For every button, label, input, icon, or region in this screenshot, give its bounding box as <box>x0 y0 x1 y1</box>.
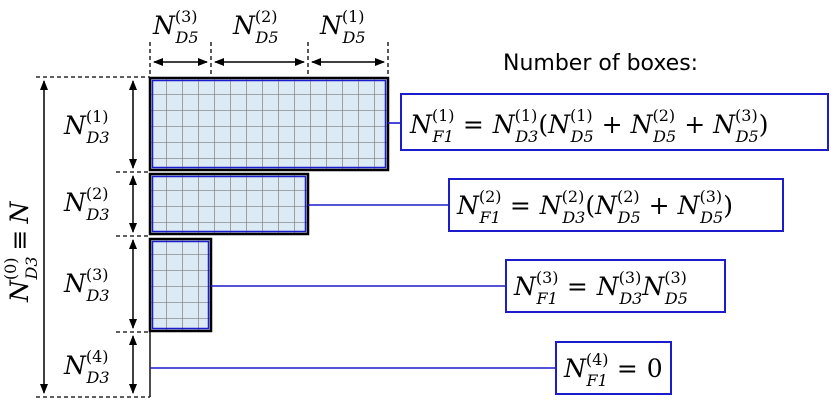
svg-text:N(2)F1=N(2)D3(N(2)D5+N(3)D5): N(2)F1=N(2)D3(N(2)D5+N(3)D5) <box>456 187 733 227</box>
formula-box-2: N(2)F1=N(2)D3(N(2)D5+N(3)D5) <box>448 178 784 232</box>
block-row-3-outline <box>151 240 210 330</box>
formula-box-4: N(4)F1=0 <box>555 341 672 395</box>
block-row-3 <box>148 237 213 333</box>
svg-text:N(3)F1=N(3)D3N(3)D5: N(3)F1=N(3)D3N(3)D5 <box>513 268 688 308</box>
vertical-total-label: N(0)D3≡N <box>1 200 41 303</box>
row-label-4: N(4)D3 <box>63 347 110 387</box>
connectors <box>150 122 556 369</box>
formula-box-3: N(3)F1=N(3)D3N(3)D5 <box>505 259 726 313</box>
row-label-1: N(1)D3 <box>63 107 110 147</box>
block-row-1-outline <box>151 79 387 169</box>
dimension-arrows <box>40 58 385 394</box>
col-label-2: N(2)D5 <box>232 7 279 47</box>
block-row-2-outline <box>151 175 307 233</box>
col-label-3: N(3)D5 <box>152 7 199 47</box>
row-label-3: N(3)D3 <box>63 265 110 305</box>
block-row-2 <box>148 172 310 236</box>
title: Number of boxes: <box>503 51 698 76</box>
row-label-2: N(2)D3 <box>63 184 110 224</box>
guide-lines <box>36 42 389 398</box>
col-label-1: N(1)D5 <box>319 7 366 47</box>
svg-text:N(4)F1=0: N(4)F1=0 <box>563 350 663 390</box>
block-row-1 <box>148 76 390 172</box>
grid-blocks <box>148 76 390 333</box>
formula-box-1: N(1)F1=N(1)D3(N(1)D5+N(2)D5+N(3)D5) <box>400 93 829 151</box>
svg-text:N(1)F1=N(1)D3(N(1)D5+N(2)D5+N(: N(1)F1=N(1)D3(N(1)D5+N(2)D5+N(3)D5) <box>409 106 768 146</box>
